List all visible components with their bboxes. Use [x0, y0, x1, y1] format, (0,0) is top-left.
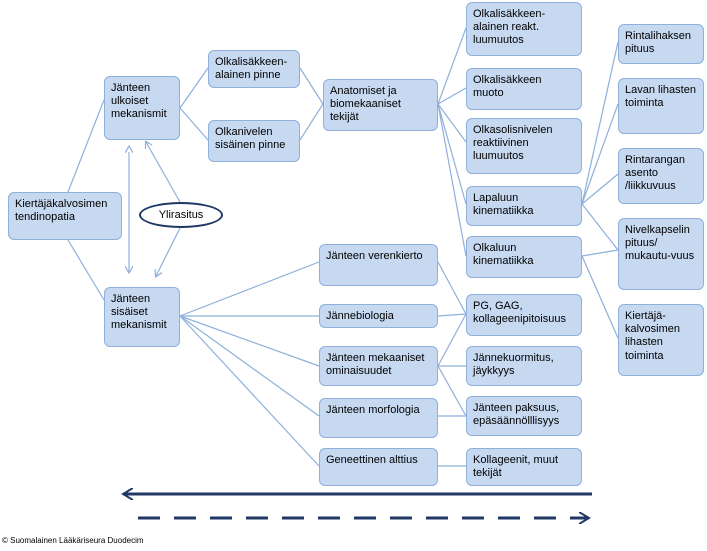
- node-pec-minor: Rintalihaksen pituus: [618, 24, 704, 64]
- link-root-external: [67, 99, 105, 193]
- node-acromion-shape: Olkalisäkkeen muoto: [466, 68, 582, 110]
- link-anat-ac: [437, 103, 467, 143]
- node-scapular-muscles: Lavan lihasten toiminta: [618, 78, 704, 134]
- link-internal-genetic: [179, 315, 320, 467]
- link-external-acromion: [179, 67, 209, 109]
- link-hum-cuff: [581, 255, 619, 339]
- link-mech-thickness: [437, 365, 467, 417]
- node-scapula-kinematics: Lapaluun kinematiikka: [466, 186, 582, 226]
- link-circ-pg: [437, 261, 467, 315]
- node-pg-gag: PG, GAG, kollageenipitoisuus: [466, 294, 582, 336]
- link-anat-scapula: [437, 103, 467, 205]
- link-glenoid-anatomical: [299, 103, 324, 141]
- node-mechanical: Jänteen mekaaniset ominaisuudet: [319, 346, 438, 386]
- node-genetic: Geneettinen alttius: [319, 448, 438, 486]
- arrow-overload-internal: [156, 227, 181, 276]
- link-scap-pec: [581, 41, 619, 205]
- node-humerus-kinematics: Olkaluun kinematiikka: [466, 236, 582, 278]
- link-anat-humerus: [437, 103, 467, 257]
- node-acromion-surface: Olkalisäkkeen-alainen pinne: [208, 50, 300, 88]
- link-internal-mechanical: [179, 315, 320, 367]
- link-hum-capsule: [581, 249, 619, 257]
- node-loading: Jännekuormitus, jäykkyys: [466, 346, 582, 386]
- node-capsule: Nivelkapselin pituus/ mukautu-vuus: [618, 218, 704, 290]
- node-overload: Ylirasitus: [139, 202, 223, 228]
- arrow-overload-external: [146, 142, 181, 203]
- node-internal-mechanisms: Jänteen sisäiset mekanismit: [104, 287, 180, 347]
- link-bio-pg: [437, 313, 467, 317]
- link-root-internal: [67, 239, 105, 301]
- node-subacromial-reactive: Olkalisäkkeen-alainen reakt. luumuutos: [466, 2, 582, 56]
- link-anat-subacromial: [437, 27, 467, 105]
- link-mech-pg: [437, 313, 467, 367]
- link-external-glenoid: [179, 107, 209, 141]
- link-scap-muscles: [581, 103, 619, 205]
- link-anat-shape: [437, 87, 467, 105]
- node-rotator-cuff-muscles: Kiertäjä-kalvosimen lihasten toiminta: [618, 304, 704, 376]
- node-glenoid-internal: Olkanivelen sisäinen pinne: [208, 120, 300, 162]
- link-scap-capsule: [581, 203, 619, 251]
- node-biology: Jännebiologia: [319, 304, 438, 328]
- link-internal-circulation: [179, 261, 320, 317]
- link-internal-morphology: [179, 315, 320, 417]
- node-circulation: Jänteen verenkierto: [319, 244, 438, 286]
- link-acromion-anatomical: [299, 67, 324, 105]
- node-root: Kiertäjäkalvosimen tendinopatia: [8, 192, 122, 240]
- node-morphology: Jänteen morfologia: [319, 398, 438, 438]
- node-ac-joint: Olkasolisnivelen reaktiivinen luumuutos: [466, 118, 582, 174]
- node-collagens: Kollageenit, muut tekijät: [466, 448, 582, 486]
- node-thickness: Jänteen paksuus, epäsäännölllisyys: [466, 396, 582, 436]
- node-external-mechanisms: Jänteen ulkoiset mekanismit: [104, 76, 180, 140]
- link-scap-thoracic: [581, 173, 619, 205]
- copyright-notice: © Suomalainen Lääkäriseura Duodecim: [2, 536, 144, 545]
- node-thoracic-spine: Rintarangan asento /liikkuvuus: [618, 148, 704, 204]
- node-anatomical: Anatomiset ja biomekaaniset tekijät: [323, 79, 438, 131]
